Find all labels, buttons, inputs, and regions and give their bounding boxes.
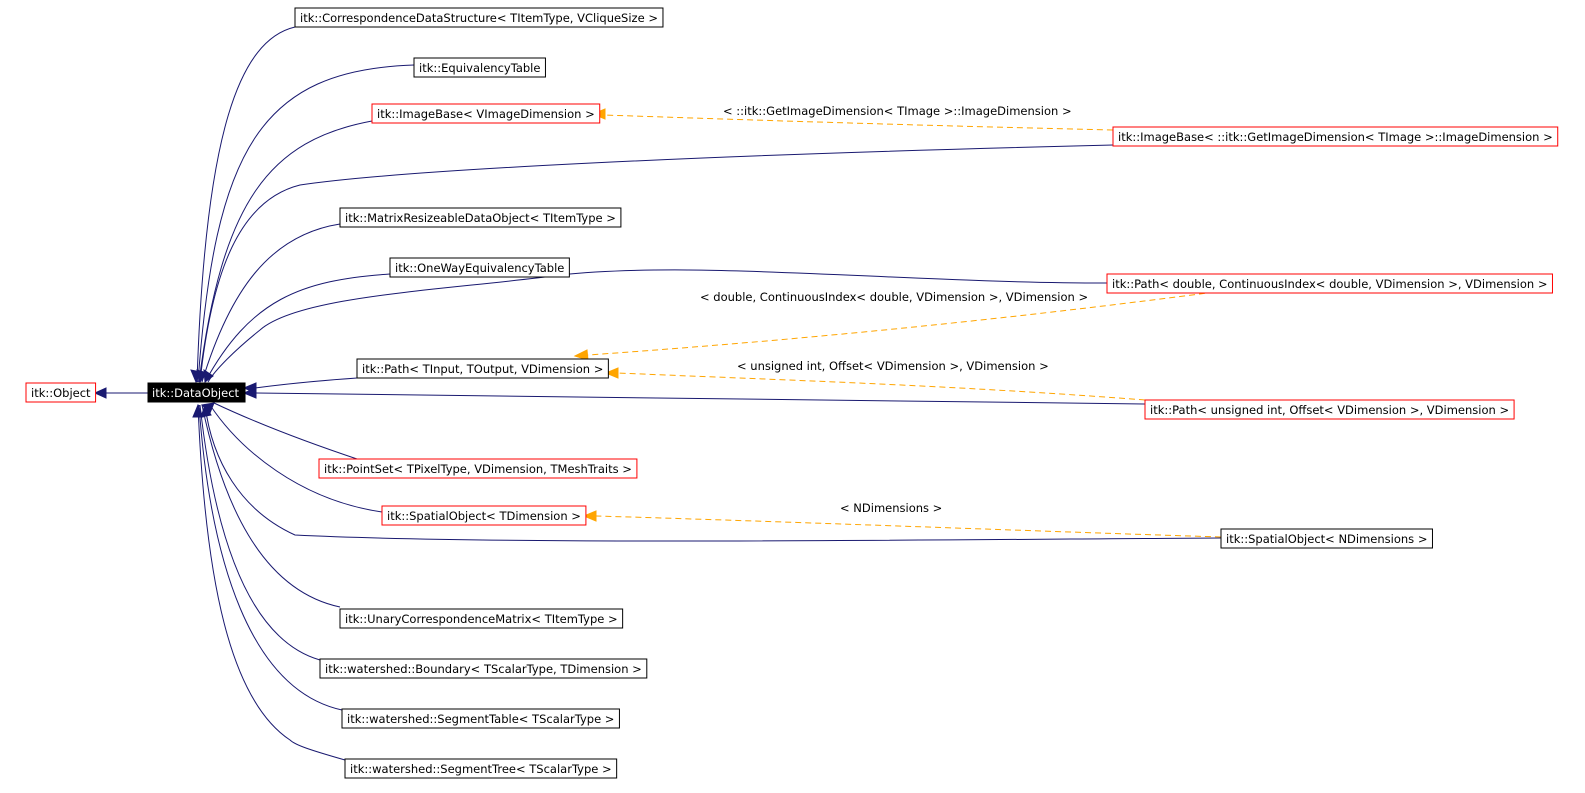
edge-template-path-uint: [617, 372, 1146, 401]
node-imagebase[interactable]: itk::ImageBase< VImageDimension >: [371, 103, 601, 124]
node-path-uint-label: itk::Path< unsigned int, Offset< VDimens…: [1150, 403, 1509, 417]
node-path-uint[interactable]: itk::Path< unsigned int, Offset< VDimens…: [1144, 399, 1515, 420]
arrowhead-object: [93, 387, 107, 399]
nodes: itk::Object itk::DataObject itk::Corresp…: [25, 7, 1559, 779]
node-matrix-box: [339, 207, 622, 228]
edge-segtable: [198, 404, 343, 711]
node-path-double-box: [1106, 273, 1553, 294]
edge-unary: [201, 404, 341, 608]
node-matrix-label: itk::MatrixResizeableDataObject< TItemTy…: [345, 211, 616, 225]
node-matrix[interactable]: itk::MatrixResizeableDataObject< TItemTy…: [339, 207, 622, 228]
node-unary-box: [339, 608, 624, 629]
node-correspondence-box: [294, 7, 664, 28]
edge-segtree: [197, 404, 346, 761]
arrowhead-bottom-3: [200, 403, 212, 418]
arrowhead-template-path-uint: [604, 367, 619, 379]
arrowhead-template-path-double: [573, 349, 589, 361]
node-object-label: itk::Object: [31, 386, 91, 400]
node-imagebase-box: [371, 103, 601, 124]
edge-path-uint: [255, 392, 1146, 405]
node-segtree[interactable]: itk::watershed::SegmentTree< TScalarType…: [344, 758, 618, 779]
node-segtable[interactable]: itk::watershed::SegmentTable< TScalarTyp…: [341, 708, 620, 729]
node-oneway[interactable]: itk::OneWayEquivalencyTable: [389, 257, 570, 278]
edge-label-path-double: < double, ContinuousIndex< double, VDime…: [700, 290, 1088, 304]
node-object[interactable]: itk::Object: [25, 382, 97, 403]
edge-template-path-double: [587, 291, 1216, 356]
node-imagebase-spec[interactable]: itk::ImageBase< ::itk::GetImageDimension…: [1112, 126, 1559, 147]
node-segtree-label: itk::watershed::SegmentTree< TScalarType…: [350, 762, 612, 776]
edge-label-spatial-spec: < NDimensions >: [840, 501, 942, 515]
node-path[interactable]: itk::Path< TInput, TOutput, VDimension >: [356, 358, 609, 379]
node-segtree-box: [344, 758, 618, 779]
edge-spatial-spec: [204, 404, 1222, 542]
node-spatial-spec-box: [1220, 528, 1433, 549]
edge-correspondence: [196, 26, 296, 383]
edge-matrix: [201, 223, 341, 383]
node-boundary-box: [319, 658, 648, 679]
edge-labels: < ::itk::GetImageDimension< TImage >::Im…: [700, 104, 1088, 515]
edge-pointset: [213, 402, 361, 461]
node-pointset-label: itk::PointSet< TPixelType, VDimension, T…: [324, 462, 632, 476]
node-spatial-spec[interactable]: itk::SpatialObject< NDimensions >: [1220, 528, 1433, 549]
node-imagebase-label: itk::ImageBase< VImageDimension >: [377, 107, 595, 121]
node-dataobject-label: itk::DataObject: [152, 386, 240, 400]
edge-path-double: [207, 269, 1108, 383]
node-pointset-box: [318, 458, 638, 479]
edge-equivalency: [197, 64, 415, 383]
edge-boundary: [199, 404, 321, 661]
edge-spatial: [209, 404, 383, 513]
edge-template-spatial: [595, 515, 1222, 538]
edge-oneway: [204, 273, 391, 383]
node-spatial-box: [381, 505, 587, 526]
edge-label-path-uint: < unsigned int, Offset< VDimension >, VD…: [737, 359, 1049, 373]
arrowhead-path-uint: [242, 387, 257, 399]
arrowhead-bottom-2: [192, 403, 204, 418]
node-spatial-spec-label: itk::SpatialObject< NDimensions >: [1226, 532, 1427, 546]
node-boundary-label: itk::watershed::Boundary< TScalarType, T…: [325, 662, 642, 676]
node-pointset[interactable]: itk::PointSet< TPixelType, VDimension, T…: [318, 458, 638, 479]
node-segtable-box: [341, 708, 620, 729]
node-spatial[interactable]: itk::SpatialObject< TDimension >: [381, 505, 587, 526]
node-imagebase-spec-label: itk::ImageBase< ::itk::GetImageDimension…: [1118, 130, 1553, 144]
node-path-uint-box: [1144, 399, 1515, 420]
node-equivalency-label: itk::EquivalencyTable: [419, 61, 540, 75]
node-equivalency-box: [413, 57, 546, 78]
node-object-box: [25, 382, 97, 403]
edge-imagebase: [198, 120, 373, 383]
node-imagebase-spec-box: [1112, 126, 1559, 147]
node-path-double[interactable]: itk::Path< double, ContinuousIndex< doub…: [1106, 273, 1553, 294]
node-unary[interactable]: itk::UnaryCorrespondenceMatrix< TItemTyp…: [339, 608, 624, 629]
node-equivalency[interactable]: itk::EquivalencyTable: [413, 57, 546, 78]
node-path-box: [356, 358, 609, 379]
template-edges: [573, 108, 1222, 538]
node-spatial-label: itk::SpatialObject< TDimension >: [387, 509, 581, 523]
node-dataobject-box: [147, 382, 246, 403]
node-unary-label: itk::UnaryCorrespondenceMatrix< TItemTyp…: [345, 612, 618, 626]
edge-template-imagebase: [603, 114, 1114, 131]
node-path-double-label: itk::Path< double, ContinuousIndex< doub…: [1112, 277, 1547, 291]
node-path-label: itk::Path< TInput, TOutput, VDimension >: [362, 362, 603, 376]
node-correspondence-label: itk::CorrespondenceDataStructure< TItemT…: [300, 11, 658, 25]
node-oneway-label: itk::OneWayEquivalencyTable: [395, 261, 564, 275]
node-segtable-label: itk::watershed::SegmentTable< TScalarTyp…: [347, 712, 614, 726]
node-correspondence[interactable]: itk::CorrespondenceDataStructure< TItemT…: [294, 7, 664, 28]
arrowhead-template-spatial: [582, 510, 597, 522]
edge-imagebase-spec: [199, 144, 1114, 383]
node-oneway-box: [389, 257, 570, 278]
arrowhead-top-3: [203, 369, 214, 383]
inheritance-edges: [93, 26, 1222, 761]
node-boundary[interactable]: itk::watershed::Boundary< TScalarType, T…: [319, 658, 648, 679]
edge-path: [254, 377, 358, 389]
edge-label-imagebase-spec: < ::itk::GetImageDimension< TImage >::Im…: [723, 104, 1072, 118]
node-dataobject[interactable]: itk::DataObject: [147, 382, 246, 403]
